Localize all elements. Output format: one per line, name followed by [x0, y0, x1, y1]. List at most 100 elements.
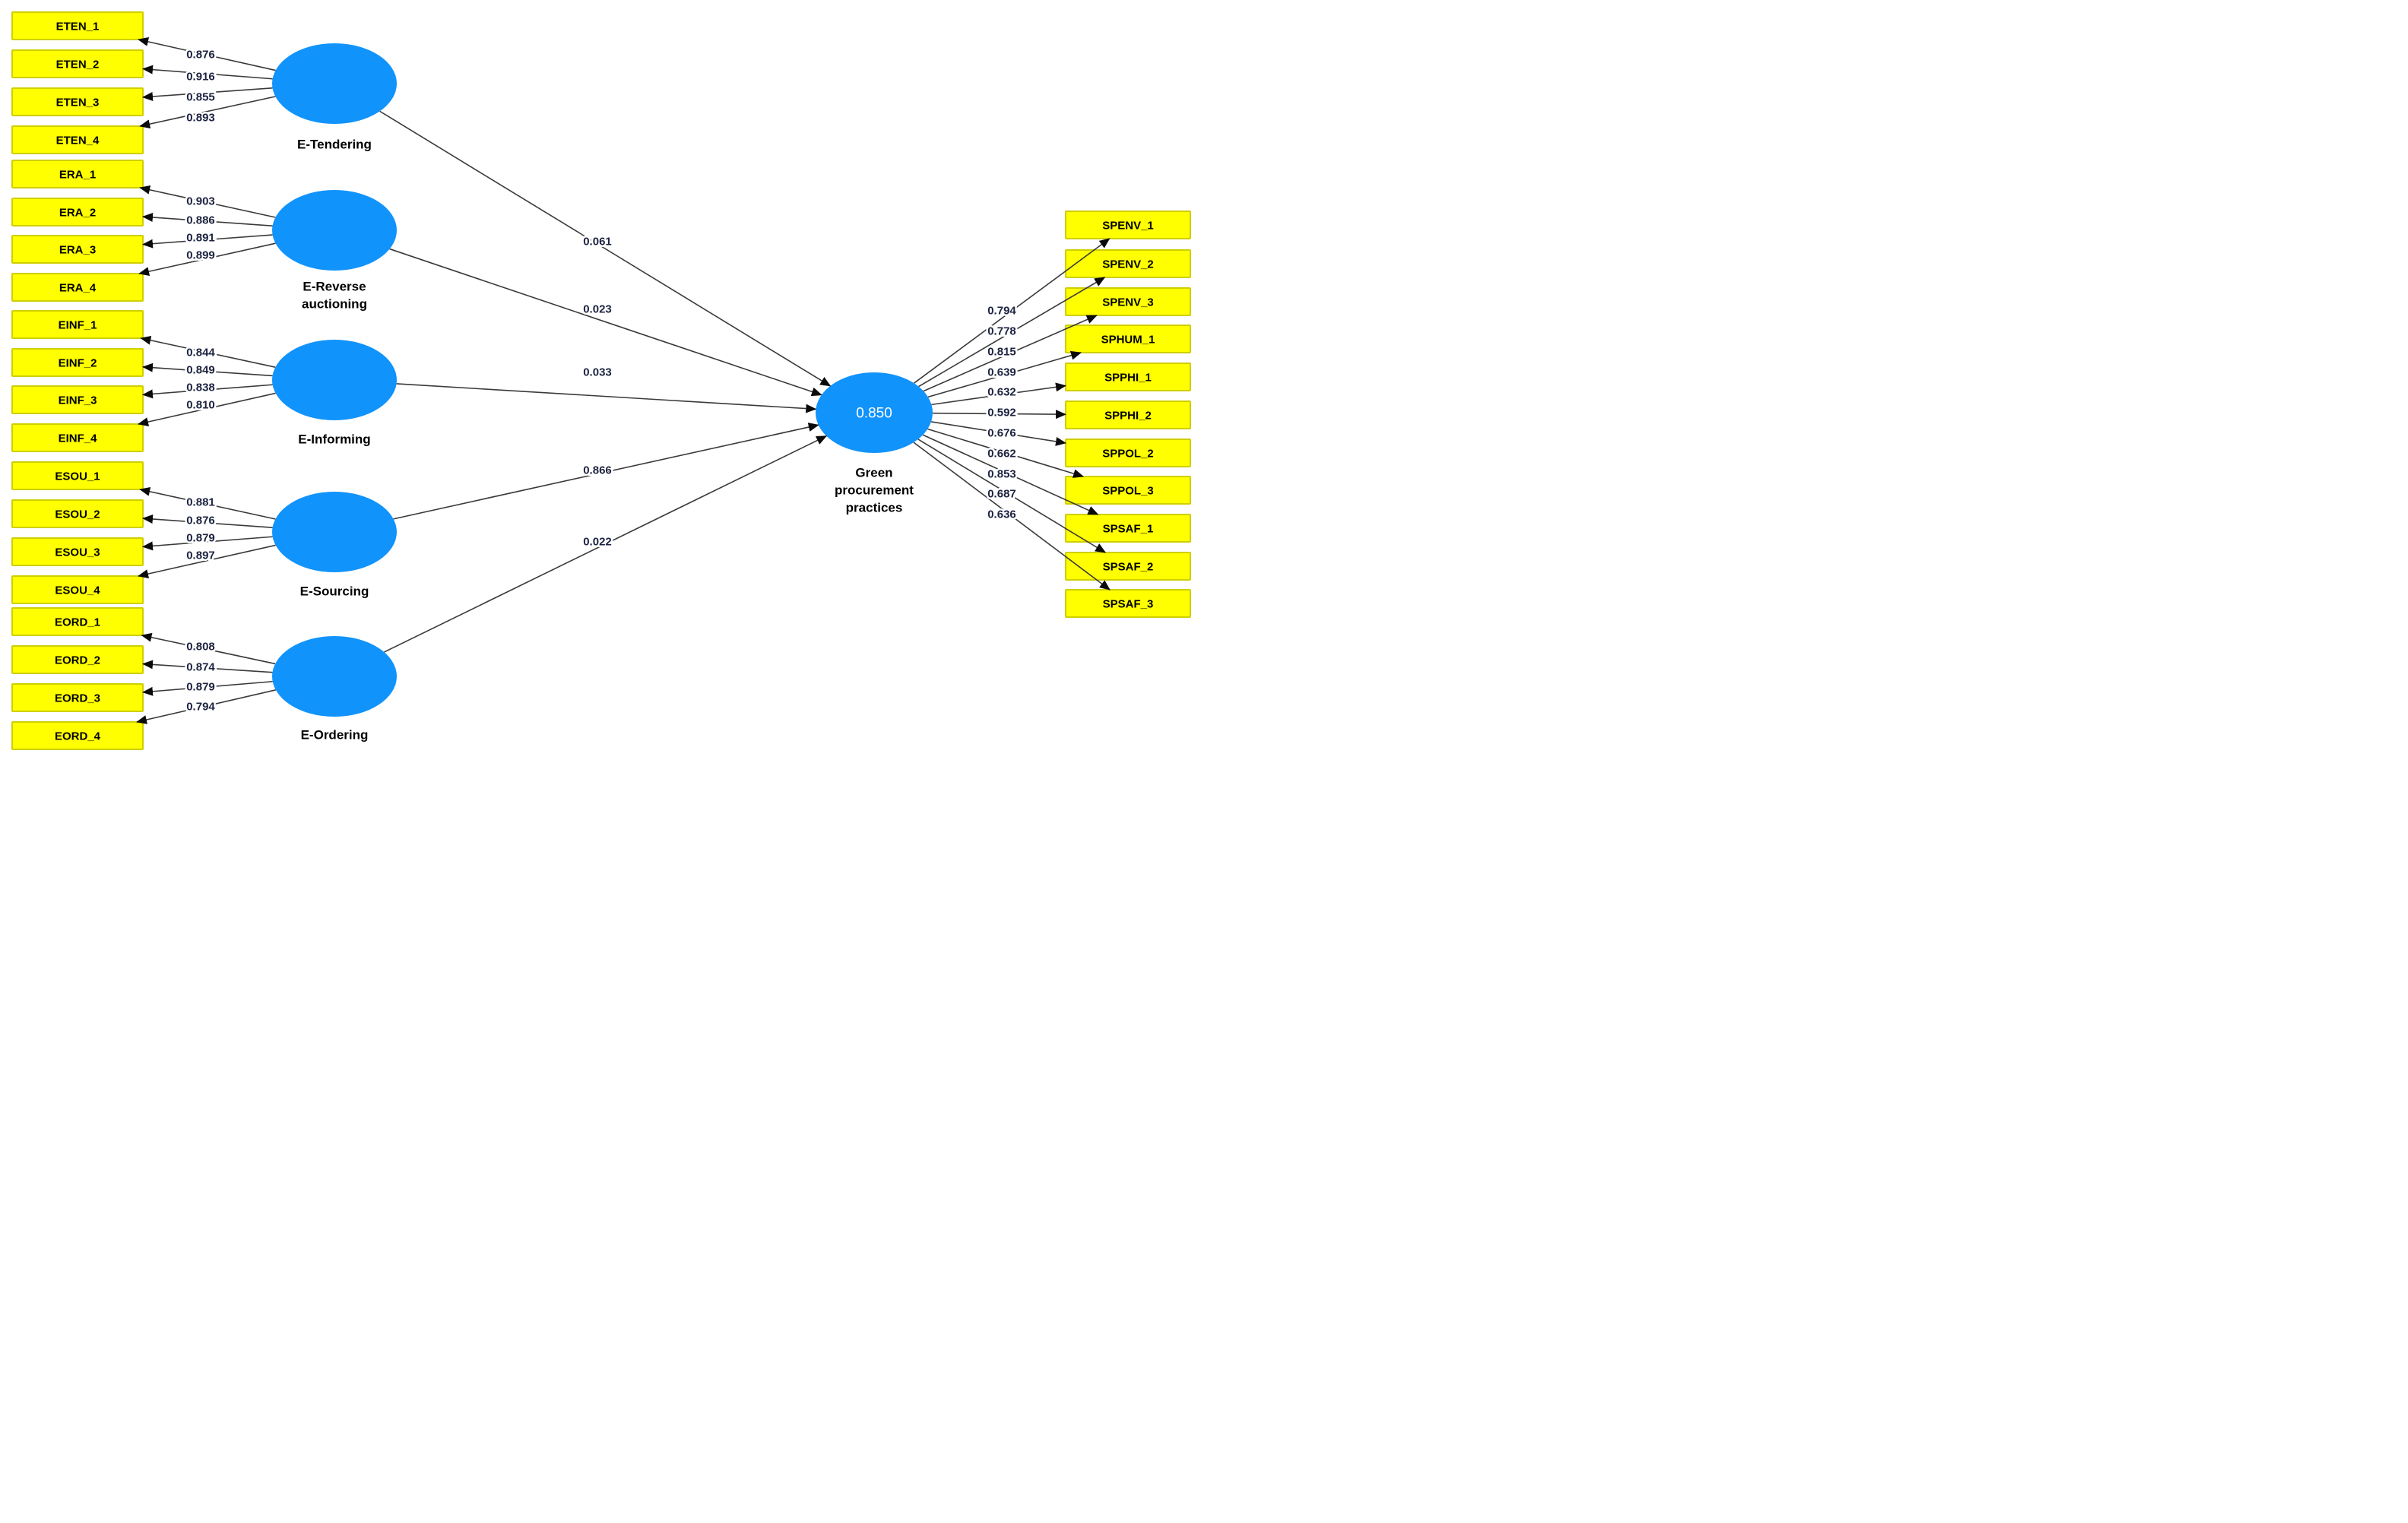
construct-green-procurement-practices[interactable]: [816, 372, 933, 453]
indicator-label-era-4: ERA_4: [59, 282, 97, 295]
indicator-box-sppol-3[interactable]: [1065, 476, 1191, 505]
indicator-box-spsaf-2[interactable]: [1065, 552, 1191, 581]
indicator-label-esou-2: ESOU_2: [55, 508, 100, 521]
edge-e-reverse-auctioning-to-era-1: [139, 185, 276, 218]
edge-green-procurement-practices-to-sppol-2: [930, 421, 1066, 446]
edge-green-procurement-practices-to-spsaf-2: [917, 439, 1107, 553]
edge-e-tendering-to-eten-4: [139, 96, 276, 129]
construct-e-sourcing[interactable]: [272, 492, 397, 572]
indicator-label-spphi-2: SPPHI_2: [1104, 410, 1152, 423]
loading-spenv-1: 0.794: [987, 305, 1016, 318]
indicator-box-spenv-1[interactable]: [1065, 211, 1191, 239]
indicator-box-spsaf-3[interactable]: [1065, 589, 1191, 618]
loading-spphi-1: 0.632: [987, 386, 1016, 399]
loading-spsaf-3: 0.636: [987, 508, 1016, 521]
indicator-box-einf-3[interactable]: [11, 385, 144, 414]
path-e-informing-to-green-procurement-practices: [396, 383, 817, 413]
indicator-box-eord-1[interactable]: [11, 607, 144, 636]
indicator-label-spenv-1: SPENV_1: [1102, 220, 1154, 233]
construct-e-reverse-auctioning[interactable]: [272, 190, 397, 271]
indicator-box-spphi-1[interactable]: [1065, 363, 1191, 391]
indicator-label-era-2: ERA_2: [59, 207, 96, 220]
indicator-label-einf-2: EINF_2: [59, 357, 97, 370]
indicator-box-sphum-1[interactable]: [1065, 325, 1191, 353]
indicator-box-einf-1[interactable]: [11, 310, 144, 339]
indicator-box-era-1[interactable]: [11, 160, 144, 188]
indicator-box-esou-2[interactable]: [11, 499, 144, 528]
indicator-box-eten-2[interactable]: [11, 49, 144, 78]
loading-era-1: 0.903: [186, 195, 215, 208]
edge-e-informing-to-einf-4: [138, 392, 276, 427]
edge-green-procurement-practices-to-spphi-2: [932, 410, 1066, 420]
loading-sppol-3: 0.662: [987, 448, 1016, 461]
edge-green-procurement-practices-to-spsaf-1: [922, 434, 1099, 515]
construct-e-informing[interactable]: [272, 340, 397, 420]
construct-label-e-ordering-line-1: E-Ordering: [301, 728, 369, 743]
indicator-box-eord-3[interactable]: [11, 683, 144, 712]
construct-label-e-reverse-auctioning-line-2: auctioning: [302, 297, 367, 312]
indicator-label-einf-3: EINF_3: [59, 394, 97, 407]
indicator-box-spenv-3[interactable]: [1065, 287, 1191, 316]
indicator-box-era-3[interactable]: [11, 235, 144, 264]
indicator-box-einf-2[interactable]: [11, 348, 144, 377]
path-coefficient-e-ordering: 0.022: [583, 536, 612, 549]
indicator-label-era-3: ERA_3: [59, 244, 96, 257]
indicator-label-spenv-2: SPENV_2: [1102, 258, 1154, 271]
loading-spenv-3: 0.815: [987, 346, 1016, 359]
edge-green-procurement-practices-to-spenv-3: [923, 315, 1098, 392]
indicator-label-sppol-2: SPPOL_2: [1102, 448, 1154, 461]
sem-path-model: 0.850GreenprocurementpracticesE-Tenderin…: [11, 11, 1191, 750]
edge-e-ordering-to-eord-2: [142, 660, 273, 673]
path-coefficient-e-informing: 0.033: [583, 366, 612, 379]
indicator-label-sppol-3: SPPOL_3: [1102, 485, 1154, 498]
construct-label-green-procurement-practices-line-3: practices: [846, 501, 903, 515]
indicator-box-einf-4[interactable]: [11, 423, 144, 452]
indicator-label-spsaf-3: SPSAF_3: [1103, 598, 1154, 611]
loading-einf-3: 0.838: [186, 382, 215, 394]
loading-eord-4: 0.794: [186, 701, 215, 714]
edge-e-tendering-to-eten-3: [142, 87, 273, 101]
indicator-box-eord-2[interactable]: [11, 645, 144, 674]
path-coefficient-e-reverse-auctioning: 0.023: [583, 303, 612, 316]
loading-era-3: 0.891: [186, 232, 215, 245]
loading-spsaf-1: 0.853: [987, 468, 1016, 481]
construct-label-e-informing-line-1: E-Informing: [298, 432, 370, 447]
indicator-label-sphum-1: SPHUM_1: [1101, 334, 1155, 347]
construct-e-tendering[interactable]: [272, 43, 397, 124]
indicator-label-einf-1: EINF_1: [59, 319, 97, 332]
path-coefficient-e-tendering: 0.061: [583, 236, 612, 249]
edge-green-procurement-practices-to-spenv-2: [918, 277, 1106, 388]
indicator-box-spenv-2[interactable]: [1065, 249, 1191, 278]
indicator-box-esou-3[interactable]: [11, 537, 144, 566]
loading-eord-3: 0.879: [186, 681, 215, 694]
construct-label-e-reverse-auctioning-line-1: E-Reverse: [303, 280, 366, 294]
loading-einf-1: 0.844: [186, 347, 215, 359]
edge-green-procurement-practices-to-sppol-3: [927, 428, 1085, 478]
indicator-label-era-1: ERA_1: [59, 169, 96, 182]
indicator-box-eord-4[interactable]: [11, 721, 144, 750]
edge-green-procurement-practices-to-spenv-1: [913, 238, 1111, 384]
edge-e-ordering-to-eord-4: [136, 689, 276, 724]
indicator-box-sppol-2[interactable]: [1065, 439, 1191, 467]
loading-sppol-2: 0.676: [987, 427, 1016, 440]
indicator-box-eten-3[interactable]: [11, 87, 144, 116]
indicator-box-era-2[interactable]: [11, 198, 144, 226]
indicator-label-esou-3: ESOU_3: [55, 546, 100, 559]
construct-e-ordering[interactable]: [272, 636, 397, 717]
indicator-box-era-4[interactable]: [11, 273, 144, 302]
indicator-label-eord-4: EORD_4: [55, 730, 101, 743]
indicator-box-eten-4[interactable]: [11, 125, 144, 154]
edge-green-procurement-practices-to-spsaf-3: [913, 442, 1111, 591]
indicator-label-eten-2: ETEN_2: [56, 59, 100, 71]
path-e-reverse-auctioning-to-green-procurement-practices: [389, 248, 822, 397]
indicator-box-eten-1[interactable]: [11, 11, 144, 40]
edge-e-ordering-to-eord-1: [141, 632, 276, 665]
edge-e-reverse-auctioning-to-era-2: [142, 213, 273, 227]
edge-e-reverse-auctioning-to-era-4: [138, 242, 276, 277]
indicator-box-esou-1[interactable]: [11, 461, 144, 490]
path-e-ordering-to-green-procurement-practices: [384, 435, 828, 653]
loading-sphum-1: 0.639: [987, 366, 1016, 379]
edge-e-tendering-to-eten-1: [138, 36, 276, 71]
indicator-box-esou-4[interactable]: [11, 575, 144, 604]
path-e-sourcing-to-green-procurement-practices: [393, 423, 819, 520]
